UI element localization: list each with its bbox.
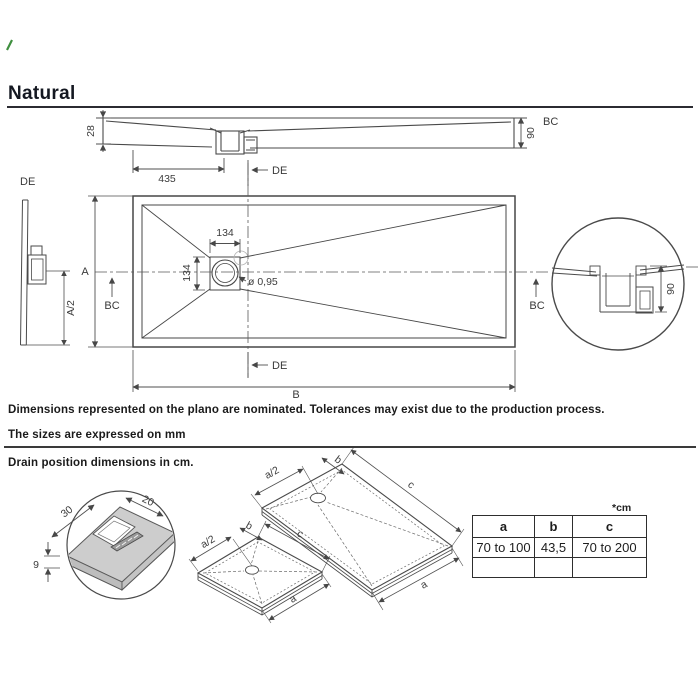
dim-134-h-label: 134: [216, 227, 234, 239]
size-table-header-c: c: [572, 515, 647, 538]
size-table-value-c: 70 to 200: [572, 537, 647, 558]
section-bc-label-top: BC: [543, 116, 558, 128]
dim-a-label: A: [81, 266, 89, 278]
section-divider: [4, 446, 696, 448]
section-de-label-top: DE: [272, 165, 287, 177]
dim-90-detail-label: 90: [665, 283, 677, 295]
size-table-empty-row: [472, 557, 647, 578]
plan-dimensions: A BC BC 134 134 ø 0,95 DE DE B: [81, 160, 545, 401]
title-divider: [7, 106, 693, 108]
dim-435-label: 435: [158, 173, 176, 185]
drain-section-detail: [551, 217, 685, 351]
iso-rect-a-label: a: [419, 578, 430, 591]
size-table: a b c 70 to 100 43,5 70 to 200: [472, 515, 647, 578]
size-table-header-row: a b c: [472, 515, 647, 538]
table-unit-note: *cm: [612, 502, 632, 514]
iso-square-tray: a/2 b c a: [188, 519, 332, 624]
iso-rect-c-label: c: [405, 479, 416, 492]
side-section-dimensions: A/2 DE: [20, 176, 77, 346]
plan-view: [95, 163, 698, 377]
section-bc-label-right: BC: [529, 300, 544, 312]
dim-a-half-label: A/2: [65, 300, 77, 316]
size-table-empty-a: [472, 557, 535, 578]
corner-detail-dimensions: 30 20 9: [33, 493, 164, 582]
drain-detail-dimensions: 90: [650, 265, 677, 313]
dim-20-label: 20: [140, 493, 156, 509]
size-table-empty-b: [534, 557, 573, 578]
iso-square-b-label: b: [244, 519, 255, 532]
dim-9-label: 9: [33, 559, 39, 571]
size-table-value-a: 70 to 100: [472, 537, 535, 558]
side-section-view: [20, 199, 47, 346]
brand-mark: [6, 39, 13, 51]
top-section-view: [102, 113, 515, 155]
size-table-data-row: 70 to 100 43,5 70 to 200: [472, 537, 647, 558]
size-table-empty-c: [572, 557, 647, 578]
section-de-label-bottom: DE: [272, 360, 287, 372]
dim-30-label: 30: [59, 504, 76, 521]
iso-square-half-a-label: a/2: [199, 533, 218, 551]
dim-28-label: 28: [85, 125, 97, 137]
size-table-header-b: b: [534, 515, 573, 538]
tolerance-note: Dimensions represented on the plano are …: [8, 404, 605, 416]
page-title: Natural: [8, 83, 76, 104]
size-table-value-b: 43,5: [534, 537, 573, 558]
dim-hole-label: ø 0,95: [248, 276, 278, 288]
section-de-label-side: DE: [20, 176, 35, 188]
iso-rect-dimensions: a/2 b c a: [250, 446, 465, 611]
dim-b-label: B: [292, 389, 299, 401]
corner-detail: 30 20 9: [33, 490, 176, 600]
dim-90-top-label: 90: [525, 127, 537, 139]
units-note: The sizes are expressed on mm: [8, 429, 186, 441]
top-section-dimensions: 28 435 90 BC: [85, 110, 558, 185]
iso-square-c-label: c: [295, 527, 305, 540]
iso-square-a-label: a: [287, 592, 298, 605]
dim-134-v-label: 134: [181, 264, 193, 282]
size-table-header-a: a: [472, 515, 535, 538]
drain-note: Drain position dimensions in cm.: [8, 457, 194, 469]
iso-rect-tray: a/2 b c a: [250, 446, 465, 611]
iso-square-dimensions: a/2 b c a: [188, 519, 332, 624]
section-bc-label-left: BC: [104, 300, 119, 312]
